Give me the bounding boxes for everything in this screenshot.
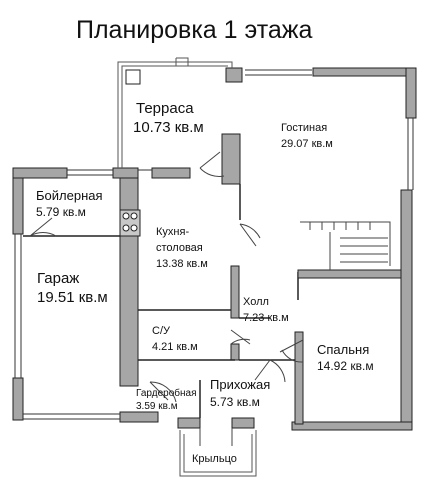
wall-hall (230, 265, 240, 319)
room-name-porch: Крыльцо (192, 453, 237, 465)
burner (130, 224, 138, 232)
terrace-step (175, 57, 189, 66)
staircase (300, 221, 391, 270)
room-area-garage: 19.51 кв.м (37, 289, 108, 306)
room-name-wc: С/У (152, 325, 170, 337)
wall-top-living (312, 67, 417, 77)
wall-top-boiler (12, 167, 68, 179)
exterior-walls (12, 67, 417, 431)
porch-outline (179, 430, 257, 477)
wall-bedroom-left (294, 331, 304, 425)
stove-burners (122, 212, 138, 232)
wall-bottom-middle (231, 417, 255, 429)
wall-bottom-wardrobe (119, 411, 159, 423)
room-name-kitchen-line2: столовая (156, 242, 203, 254)
room-area-terrace: 10.73 кв.м (133, 119, 204, 136)
room-name-terrace: Терраса (136, 100, 194, 117)
stair-outer (300, 221, 391, 266)
porch-inner (183, 434, 253, 473)
terrace-rail (121, 65, 228, 168)
room-name-living: Гостиная (281, 122, 328, 134)
burner (130, 212, 138, 220)
terrace-boundary (117, 61, 233, 168)
wall-top-kitchen-right (151, 167, 191, 179)
door-wc (230, 329, 251, 345)
boiler-stove (119, 209, 141, 237)
stair-wall (297, 269, 402, 279)
doors (29, 151, 304, 446)
stair-steps-side (340, 237, 388, 263)
wall-bottom-porch-left (177, 417, 201, 429)
door-bedroom (279, 339, 304, 363)
room-area-bedroom: 14.92 кв.м (317, 359, 374, 373)
burner (122, 224, 130, 232)
room-name-wardrobe: Гардеробная (136, 388, 197, 399)
window-right-bay (407, 118, 414, 190)
room-area-hallway: 5.73 кв.м (210, 395, 260, 409)
room-area-living: 29.07 кв.м (281, 138, 333, 150)
room-area-wc: 4.21 кв.м (152, 341, 198, 353)
room-name-kitchen-line1: Кухня- (156, 226, 190, 238)
wall-left-lower (12, 377, 24, 421)
door-boiler (29, 217, 57, 237)
room-area-wardrobe: 3.59 кв.м (136, 401, 178, 412)
burner (122, 212, 130, 220)
window-garage-bottom (23, 413, 120, 420)
door-terrace (199, 151, 225, 177)
wall-bottom-right (291, 421, 413, 431)
windows (14, 69, 414, 420)
room-name-boiler: Бойлерная (36, 188, 103, 203)
wall-center (221, 133, 241, 185)
wall-top-kitchen-left (112, 167, 139, 179)
porch (179, 430, 257, 477)
door-entrance (199, 428, 233, 446)
terrace-outline (117, 57, 233, 168)
wall-garage-inner (119, 177, 139, 387)
room-name-hallway: Прихожая (210, 377, 271, 392)
door-wardrobe (149, 381, 177, 403)
window-garage-left (14, 234, 22, 378)
wall-right-upper (405, 67, 417, 119)
door-kitchen-living (239, 223, 261, 247)
wall-right-main (400, 189, 413, 431)
room-name-garage: Гараж (37, 270, 80, 287)
room-area-kitchen: 13.38 кв.м (156, 258, 208, 270)
wall-top-corner (225, 67, 243, 83)
window-boiler-top (67, 169, 113, 176)
room-area-hall: 7.23 кв.м (243, 312, 289, 324)
door-hallway (254, 359, 286, 383)
room-name-hall: Холл (243, 296, 269, 308)
wall-wc-right (230, 343, 240, 361)
room-area-boiler: 5.79 кв.м (36, 205, 86, 219)
stair-steps-top (309, 222, 371, 230)
plan-title: Планировка 1 этажа (76, 16, 313, 44)
window-living-top (245, 69, 312, 76)
room-name-bedroom: Спальня (317, 342, 370, 357)
terrace-post (125, 69, 141, 85)
